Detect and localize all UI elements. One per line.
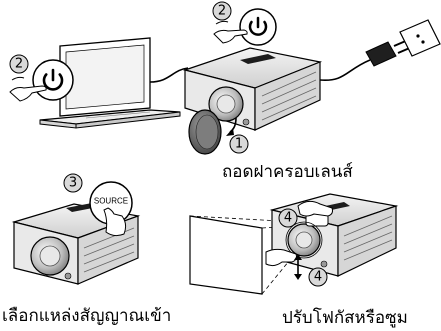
power-plug-icon	[365, 19, 441, 67]
video-cable	[149, 67, 189, 83]
lens-cap-icon	[188, 109, 222, 155]
step-badge	[278, 208, 298, 228]
step-badge	[9, 54, 29, 74]
caption-select-source: เลือกแหล่งสัญญาณเข้า	[2, 306, 172, 326]
step-badge	[212, 1, 232, 21]
hand-icon	[213, 20, 248, 44]
step-number: 4	[314, 270, 322, 285]
step-number: 2	[15, 57, 23, 72]
step-number: 2	[218, 4, 226, 19]
caption-remove-lens-cap: ถอดฝาครอบเลนส์	[222, 162, 353, 182]
projector-icon	[269, 193, 399, 277]
projector-icon	[182, 47, 323, 131]
focus-ring[interactable]	[285, 221, 323, 259]
projector-power-button[interactable]	[239, 8, 277, 46]
step-badge	[229, 134, 249, 154]
hand-icon	[297, 200, 333, 217]
power-icon	[248, 16, 268, 36]
step-badge	[63, 173, 83, 193]
arrow-head	[226, 128, 234, 136]
screen-icon	[189, 215, 263, 295]
step-badge	[308, 267, 328, 287]
hand-icon	[103, 207, 127, 237]
hand-icon	[9, 76, 47, 102]
step-number: 4	[284, 211, 292, 226]
step-number: 3	[69, 176, 77, 191]
laptop-power-button[interactable]	[32, 59, 74, 101]
power-cable	[319, 59, 371, 81]
step-number: 1	[235, 137, 243, 152]
source-button-label: SOURCE	[94, 197, 128, 206]
power-icon	[42, 68, 64, 91]
caption-adjust-focus-zoom: ปรับโฟกัสหรือซูม	[282, 308, 408, 328]
